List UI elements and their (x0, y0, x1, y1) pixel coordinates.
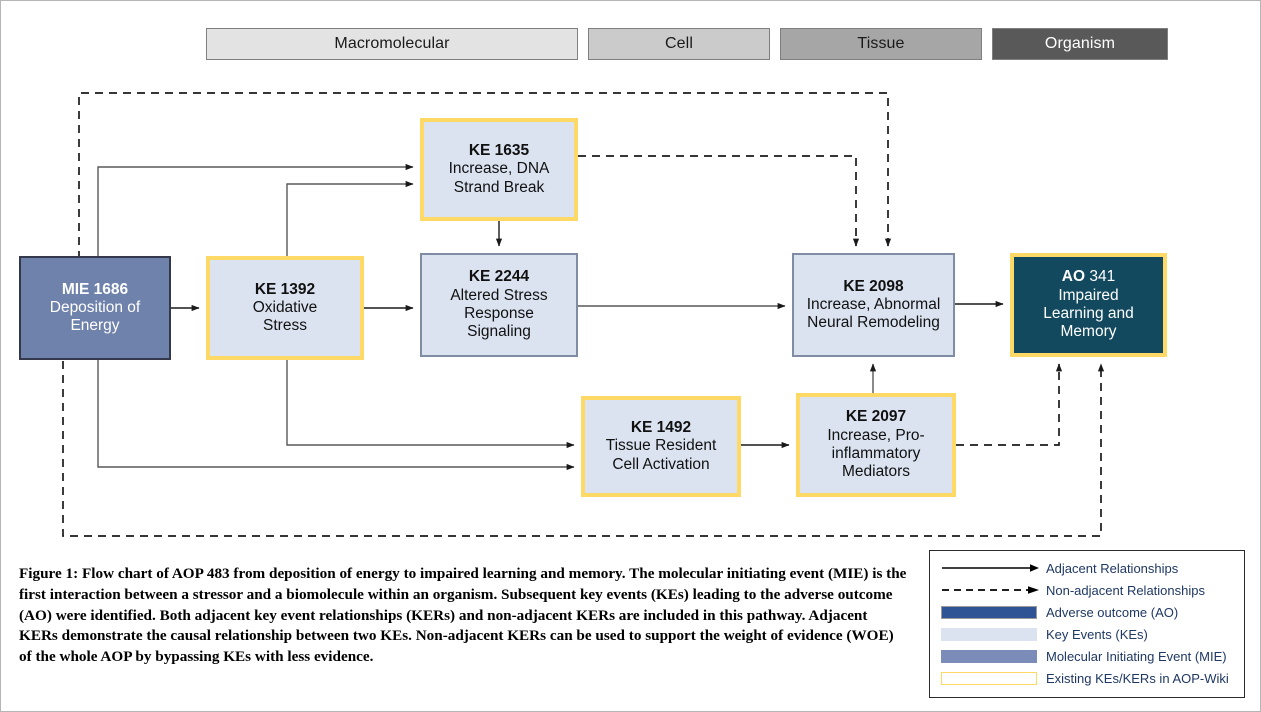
legend-row-nonadjacent: Non-adjacent Relationships (938, 579, 1236, 601)
node-id: KE 1392 (254, 280, 316, 298)
node-title-line: Oxidative (252, 298, 318, 316)
node-mie-1686[interactable]: MIE 1686 Deposition of Energy (19, 256, 171, 360)
node-title-line: Stress (263, 317, 307, 335)
node-title-line: Learning and (1043, 305, 1134, 322)
node-ke-2097[interactable]: KE 2097 Increase, Pro- inflammatory Medi… (796, 393, 956, 497)
node-id: KE 2097 (845, 408, 907, 426)
level-band-label: Tissue (857, 35, 905, 52)
node-title-line: Tissue Resident (605, 437, 717, 455)
node-title-line: Memory (1060, 323, 1117, 341)
level-band-tissue: Tissue (780, 28, 982, 60)
legend-row-ao: Adverse outcome (AO) (938, 601, 1236, 623)
node-ke-1392[interactable]: KE 1392 Oxidative Stress (206, 256, 364, 360)
node-id: KE 2098 (843, 277, 904, 295)
node-title-line: Cell Activation (612, 455, 710, 473)
legend-label: Adjacent Relationships (1046, 560, 1179, 576)
level-band-macromolecular: Macromolecular (206, 28, 578, 60)
swatch-wiki-icon (938, 671, 1046, 685)
node-ke-1635[interactable]: KE 1635 Increase, DNA Strand Break (420, 118, 578, 221)
legend-row-wiki: Existing KEs/KERs in AOP-Wiki (938, 667, 1236, 689)
node-title-line: Increase, DNA (448, 160, 550, 178)
node-title-line: Increase, Abnormal (806, 295, 941, 313)
legend-row-adjacent: Adjacent Relationships (938, 557, 1236, 579)
legend-label: Adverse outcome (AO) (1046, 604, 1179, 620)
node-title-line: Altered Stress (450, 286, 548, 304)
figure-caption: Figure 1: Flow chart of AOP 483 from dep… (19, 565, 907, 666)
node-title-line: Increase, Pro- (827, 426, 925, 444)
node-id: KE 1635 (468, 142, 530, 160)
level-band-label: Organism (1044, 35, 1116, 52)
node-id: KE 1492 (630, 419, 692, 437)
node-title-line: Response (464, 305, 534, 322)
level-band-organism: Organism (992, 28, 1168, 60)
swatch-ke-icon (938, 627, 1046, 641)
legend-box: Adjacent Relationships Non-adjacent Rela… (929, 550, 1245, 698)
node-id: KE 2244 (468, 268, 530, 286)
node-title-line: inflammatory (831, 445, 921, 462)
solid-arrow-icon (938, 562, 1046, 574)
swatch-ao-icon (938, 605, 1046, 619)
node-title-line: Deposition of (49, 298, 141, 316)
node-id-prefix: AO (1061, 268, 1086, 286)
legend-label: Existing KEs/KERs in AOP-Wiki (1046, 670, 1229, 686)
node-ke-2244[interactable]: KE 2244 Altered Stress Response Signalin… (420, 253, 578, 357)
node-title-line: Impaired (1058, 286, 1119, 304)
node-id-number: 341 (1085, 268, 1116, 286)
level-band-label: Cell (665, 35, 693, 52)
legend-label: Key Events (KEs) (1046, 626, 1148, 642)
level-band-cell: Cell (588, 28, 770, 60)
legend-row-mie: Molecular Initiating Event (MIE) (938, 645, 1236, 667)
legend-label: Molecular Initiating Event (MIE) (1046, 648, 1227, 664)
legend-label: Non-adjacent Relationships (1046, 582, 1205, 598)
node-title-line: Mediators (841, 463, 911, 481)
dashed-arrow-icon (938, 584, 1046, 596)
node-title-line: Signaling (467, 323, 531, 341)
node-title-line: Neural Remodeling (807, 314, 940, 332)
node-ke-1492[interactable]: KE 1492 Tissue Resident Cell Activation (581, 396, 741, 497)
node-id: MIE 1686 (61, 280, 129, 298)
swatch-mie-icon (938, 649, 1046, 663)
node-title-line: Strand Break (453, 178, 545, 196)
node-ao-341[interactable]: AO 341 Impaired Learning and Memory (1010, 253, 1167, 357)
node-id: AO 341 (1062, 268, 1115, 286)
node-title-line: Energy (70, 317, 120, 335)
node-ke-2098[interactable]: KE 2098 Increase, Abnormal Neural Remode… (792, 253, 955, 357)
legend-row-ke: Key Events (KEs) (938, 623, 1236, 645)
level-band-label: Macromolecular (334, 35, 450, 52)
